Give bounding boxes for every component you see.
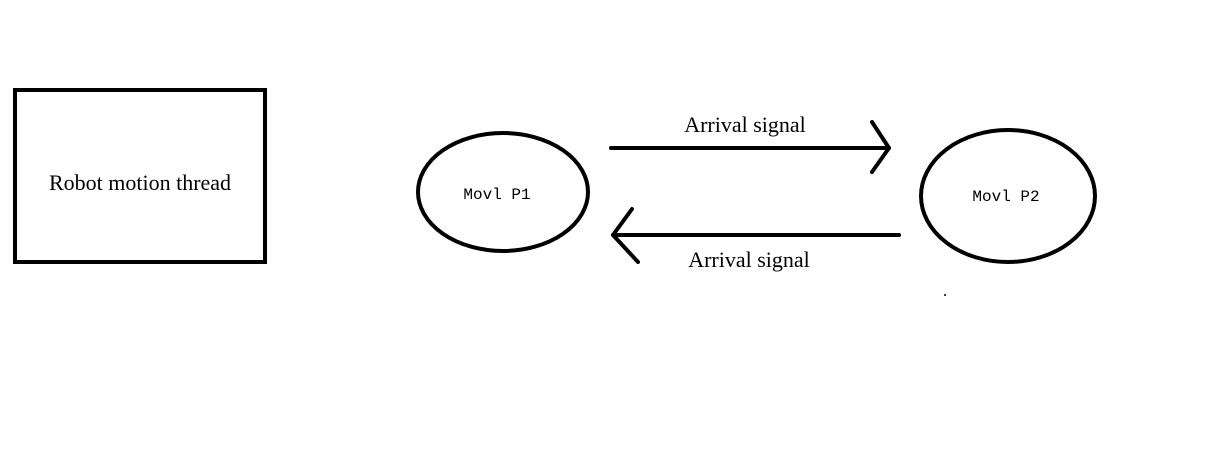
edge-p1-to-p2-arrowhead xyxy=(870,120,891,174)
thread-box-label: Robot motion thread xyxy=(49,170,231,195)
edge-p1-to-p2-label: Arrival signal xyxy=(684,112,806,137)
edge-p1-to-p2: Arrival signal xyxy=(609,112,891,174)
edge-p2-to-p1-label: Arrival signal xyxy=(688,247,810,272)
node-movl-p2: Movl P2 xyxy=(919,128,1097,264)
node-movl-p2-shape xyxy=(919,128,1097,264)
node-movl-p1-label: Movl P1 xyxy=(463,186,530,204)
node-movl-p1: Movl P1 xyxy=(416,131,590,253)
edge-p2-to-p1: Arrival signal xyxy=(611,207,901,272)
stray-dot xyxy=(944,294,946,296)
edge-p2-to-p1-arrowhead xyxy=(611,207,640,264)
node-movl-p1-shape xyxy=(416,131,590,253)
thread-box: Robot motion thread xyxy=(13,88,267,264)
node-movl-p2-label: Movl P2 xyxy=(972,188,1039,206)
thread-box-border xyxy=(13,88,267,264)
